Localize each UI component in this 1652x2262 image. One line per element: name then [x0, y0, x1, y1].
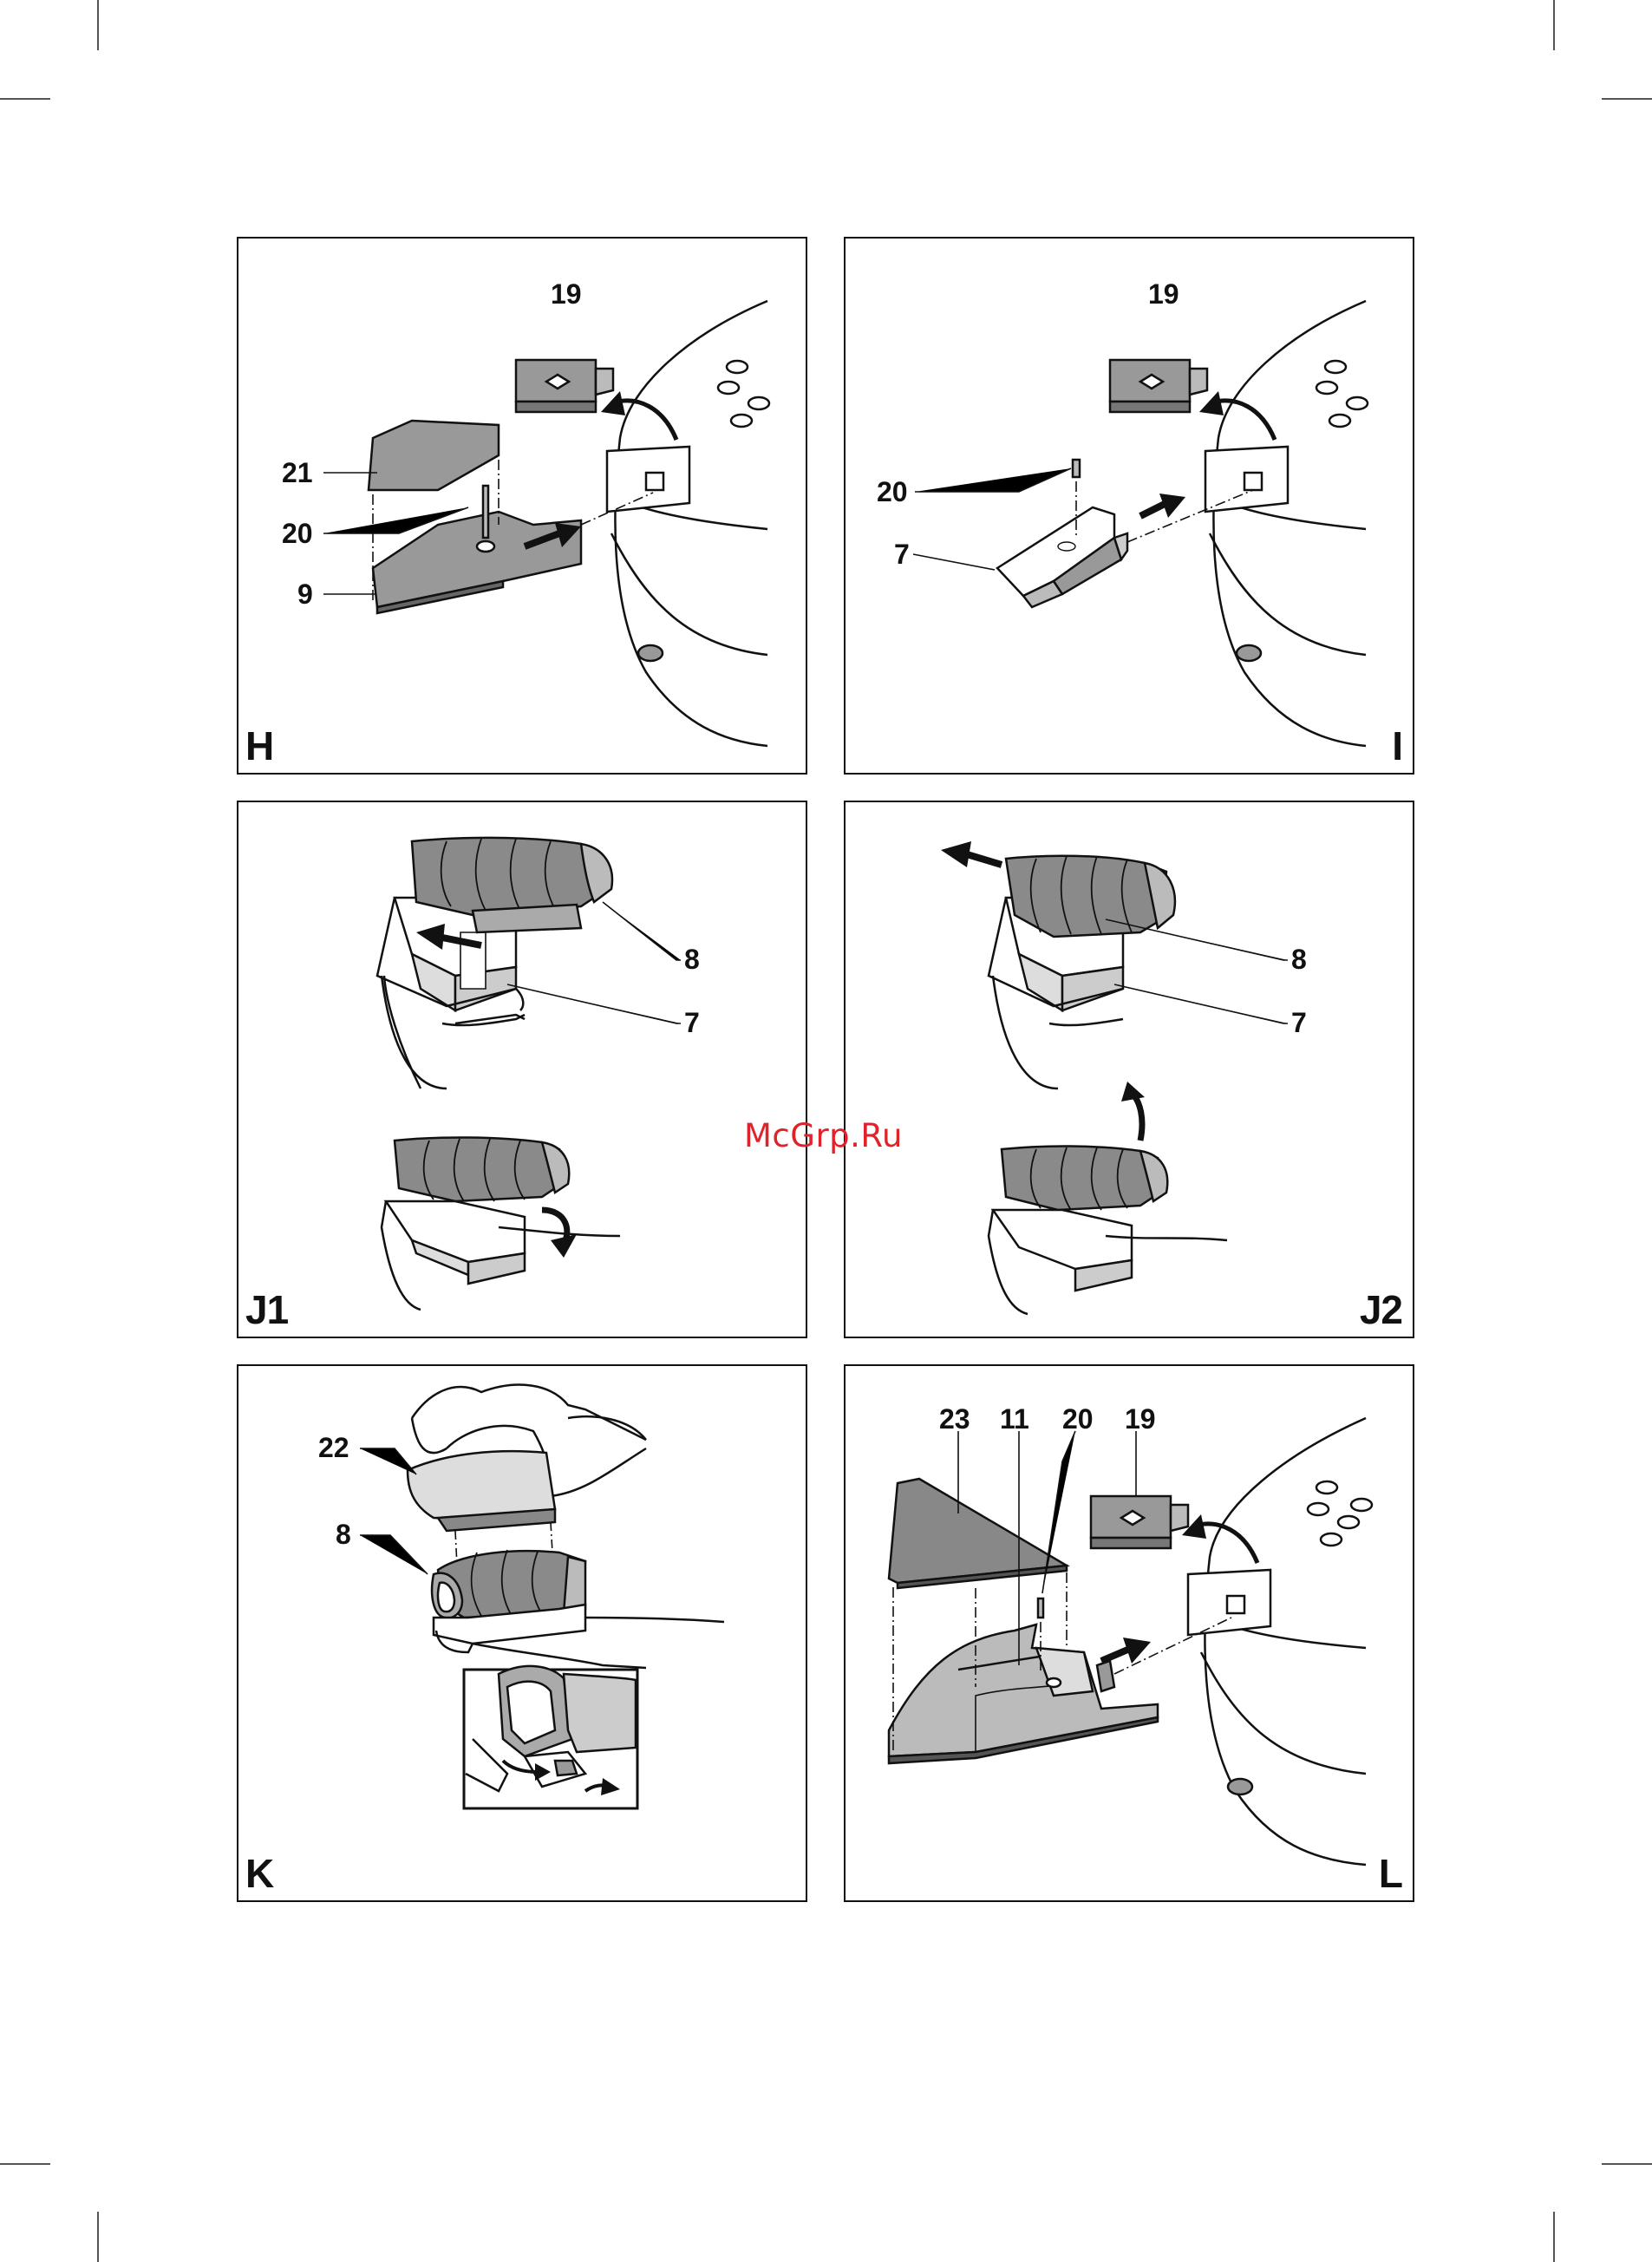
callout-9: 9	[297, 580, 313, 608]
panel-i-drawing	[846, 239, 1414, 775]
panel-l: 23 11 20 19 L	[844, 1364, 1414, 1902]
panel-label-i: I	[1392, 726, 1402, 766]
panel-label-j1: J1	[245, 1290, 288, 1330]
callout-20: 20	[877, 478, 908, 506]
crop-mark	[0, 2163, 50, 2165]
callout-23: 23	[939, 1405, 970, 1433]
panel-k: 22 8 K	[237, 1364, 807, 1902]
crop-mark	[97, 2212, 99, 2262]
crop-mark	[97, 0, 99, 50]
callout-19: 19	[1125, 1405, 1156, 1433]
panel-j1-drawing	[238, 802, 807, 1338]
panel-j2-drawing	[846, 802, 1414, 1338]
callout-8: 8	[1291, 945, 1307, 973]
callout-20: 20	[1062, 1405, 1094, 1433]
crop-mark	[1553, 0, 1555, 50]
callout-20: 20	[282, 520, 313, 547]
panel-label-j2: J2	[1360, 1290, 1402, 1330]
panel-l-drawing	[846, 1366, 1414, 1902]
panel-h-drawing	[238, 239, 807, 775]
callout-19: 19	[1148, 280, 1179, 308]
callout-7: 7	[894, 540, 910, 568]
panel-h: 19 21 20 9 H	[237, 237, 807, 775]
callout-11: 11	[1000, 1405, 1029, 1433]
crop-mark	[1553, 2212, 1555, 2262]
panel-label-h: H	[245, 726, 273, 766]
callout-22: 22	[318, 1434, 349, 1461]
panel-i: 19 20 7 I	[844, 237, 1414, 775]
callout-8: 8	[684, 945, 700, 973]
panel-label-l: L	[1379, 1853, 1402, 1893]
callout-7: 7	[1291, 1009, 1307, 1036]
callout-19: 19	[551, 280, 582, 308]
crop-mark	[1602, 2163, 1652, 2165]
panel-j1: 8 7 J1	[237, 801, 807, 1338]
callout-7: 7	[684, 1009, 700, 1036]
watermark: McGrp.Ru	[744, 1117, 903, 1154]
panel-label-k: K	[245, 1853, 273, 1893]
panel-j2: 8 7 J2	[844, 801, 1414, 1338]
callout-8: 8	[336, 1520, 351, 1548]
crop-mark	[1602, 98, 1652, 100]
crop-mark	[0, 98, 50, 100]
callout-21: 21	[282, 459, 313, 487]
